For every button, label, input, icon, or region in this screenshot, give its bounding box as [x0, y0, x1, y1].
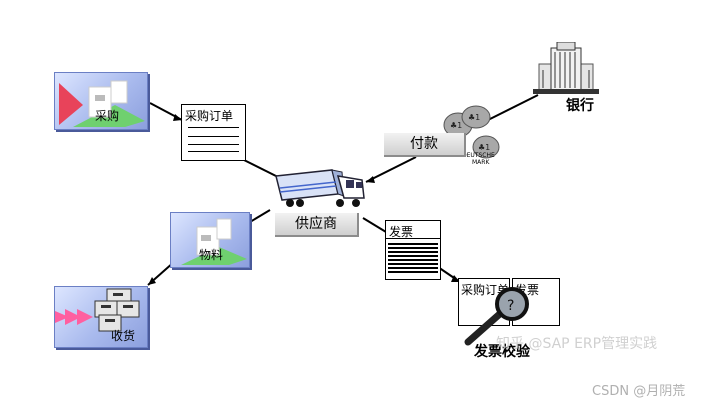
svg-text:?: ?	[507, 298, 514, 314]
bank-label: 银行	[566, 98, 594, 114]
material-label: 物料	[199, 248, 224, 262]
verify-po-label: 采购订单	[461, 283, 510, 297]
csdn-watermark: CSDN @月阴荒	[592, 384, 686, 399]
goods-receipt-label: 收货	[111, 329, 136, 343]
invoice-label: 发票	[389, 225, 414, 239]
invoice-doc: 发票	[385, 220, 441, 280]
invoice-verification-label: 发票校验	[474, 344, 530, 360]
material-module-icon	[181, 218, 247, 265]
edge-vendor-to-material	[249, 209, 271, 223]
purchase-module: 采购	[54, 72, 148, 130]
coin-text-1: DEUTSCHE	[462, 152, 495, 159]
svg-text:♣1: ♣1	[468, 113, 480, 122]
purchase-order-label: 采购订单	[185, 109, 234, 123]
purchase-label: 采购	[95, 109, 120, 123]
coins-icon: ♣1 ♣1 ♣1	[443, 105, 500, 159]
zhihu-watermark: 知乎 @SAP ERP管理实践	[496, 336, 658, 352]
coin-text-2: MARK	[472, 159, 490, 166]
edge-vendor-to-invoice	[362, 217, 387, 233]
vendor-label: 供应商	[275, 213, 359, 237]
purchase-module-icon	[59, 80, 145, 127]
arrowhead	[451, 275, 460, 282]
bank-building-icon	[533, 42, 599, 94]
invoice-table-lines	[388, 243, 438, 275]
svg-text:♣1: ♣1	[478, 143, 490, 152]
truck-icon	[275, 169, 365, 207]
payment-label: 付款	[384, 133, 466, 157]
arrowhead	[173, 114, 182, 121]
edge-bank-to-coins	[487, 94, 539, 121]
arrowhead	[366, 176, 375, 183]
magnifier-icon: ?	[464, 287, 529, 346]
goods-receipt-icon	[55, 288, 140, 332]
edge-payment-to-vendor	[365, 156, 417, 183]
arrowhead	[148, 277, 156, 285]
material-module: 物料	[170, 212, 250, 268]
svg-text:♣1: ♣1	[450, 121, 462, 130]
goods-receipt-module: 收货	[54, 286, 148, 348]
purchase-order-doc: 采购订单	[181, 104, 246, 161]
